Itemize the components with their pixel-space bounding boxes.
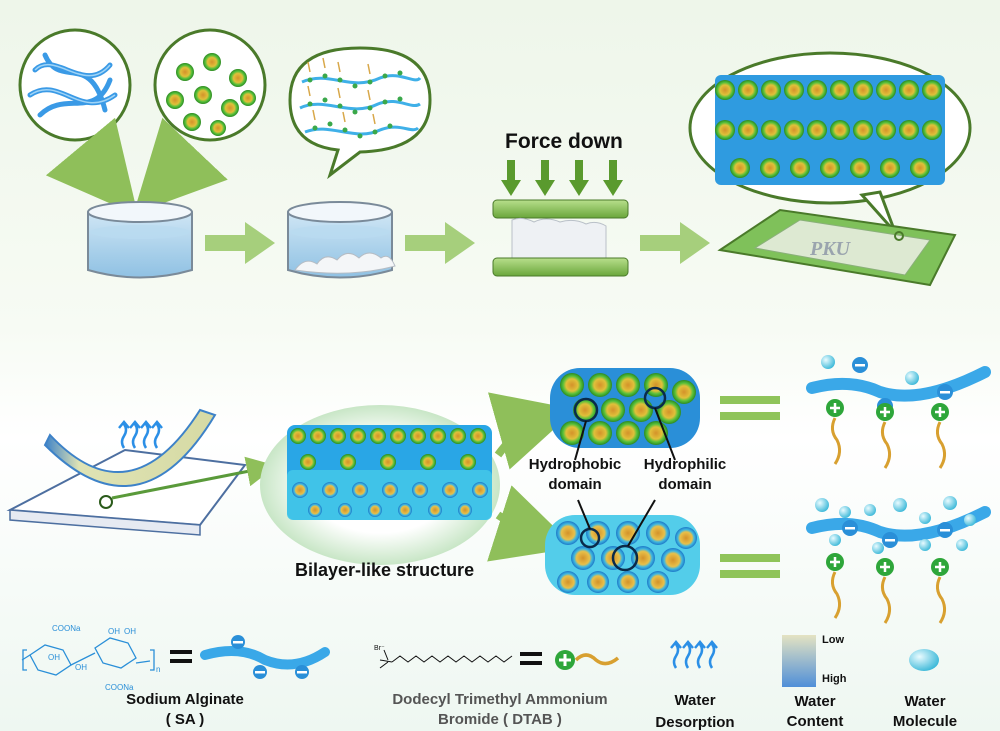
equals-dry	[720, 396, 780, 420]
water-desorption-line2: Desorption	[655, 714, 735, 731]
sa-name: Sodium Alginate	[126, 691, 244, 708]
water-content-label: Water Content	[770, 692, 860, 731]
hydrophilic-line2: domain	[658, 476, 712, 493]
dtab-legend-label: Dodecyl Trimethyl Ammonium Bromide ( DTA…	[370, 690, 630, 730]
sa-oh-1: OH	[48, 653, 60, 662]
equals-sa	[170, 650, 192, 663]
force-down-label: Force down	[505, 130, 623, 153]
zoom-arrow	[111, 456, 277, 500]
dtab-chemical-structure	[379, 649, 513, 669]
sa-coona-top: COONa	[52, 624, 81, 633]
sa-legend-label: Sodium Alginate ( SA )	[95, 690, 275, 730]
dry-micelle-bundle	[550, 368, 700, 461]
pku-text: PKU	[809, 238, 852, 260]
flow-arrow-3	[640, 222, 710, 264]
beaker-solution	[87, 201, 193, 279]
water-desorption-arrows	[118, 420, 163, 449]
dtab-br: Br⁻	[374, 645, 385, 652]
press-assembly	[492, 160, 629, 277]
curved-arrow-2	[133, 117, 228, 215]
pku-substrate: PKU	[717, 208, 957, 287]
sa-abbr: ( SA )	[165, 711, 205, 728]
water-content-line2: Content	[786, 713, 844, 730]
equals-dtab	[520, 652, 542, 665]
hydrophobic-line2: domain	[548, 476, 602, 493]
equals-wet	[720, 554, 780, 578]
hydrophilic-line1: Hydrophilic	[643, 456, 727, 473]
film-nanostructure-bubble	[688, 51, 972, 233]
water-desorption-icon	[670, 640, 718, 669]
wet-molecular-model	[806, 496, 991, 624]
arrow-to-dry	[487, 392, 576, 470]
curved-film-substrate	[6, 408, 247, 536]
hydrophobic-line1: Hydrophobic	[528, 456, 622, 473]
water-molecule-line1: Water	[904, 693, 946, 710]
water-desorption-line1: Water	[674, 692, 716, 709]
sa-chemical-structure	[21, 637, 155, 676]
dtab-symbol	[555, 650, 620, 670]
sa-chain-bubble	[18, 28, 132, 142]
arrow-to-wet	[487, 485, 576, 562]
curved-arrow-1	[45, 117, 139, 216]
sa-oh-3: OH	[124, 627, 136, 636]
water-molecule-line2: Molecule	[892, 713, 958, 730]
dtab-abbr: Bromide ( DTAB )	[438, 711, 562, 728]
hydrophilic-domain-label: Hydrophilic domain	[630, 455, 740, 495]
sa-coona-bottom: COONa	[105, 683, 134, 692]
dtab-micelle-bubble	[153, 28, 267, 142]
bilayer-structure-label: Bilayer-like structure	[295, 560, 475, 580]
gradient-high-label: High	[822, 673, 847, 685]
sa-chain-symbol	[200, 635, 330, 679]
water-desorption-label: Water Desorption	[645, 690, 745, 731]
dry-molecular-model	[806, 355, 991, 469]
sa-oh-2: OH	[108, 627, 120, 636]
water-content-gradient	[782, 635, 816, 687]
beaker-precipitate	[287, 201, 396, 279]
sa-n-subscript: n	[156, 665, 160, 674]
gradient-low-label: Low	[822, 634, 844, 646]
water-molecule-icon	[909, 649, 939, 671]
water-molecule-label: Water Molecule	[880, 692, 970, 731]
complex-chain-bubble	[288, 46, 432, 180]
hydrophobic-domain-label: Hydrophobic domain	[510, 455, 640, 495]
wet-micelle-bundle	[545, 499, 700, 595]
flow-arrow-1	[205, 222, 275, 264]
sa-oh-4: OH	[75, 663, 87, 672]
dtab-name: Dodecyl Trimethyl Ammonium	[392, 691, 608, 708]
water-content-line1: Water	[794, 693, 836, 710]
bilayer-structure-ellipse	[260, 405, 500, 565]
flow-arrow-2	[405, 222, 475, 264]
